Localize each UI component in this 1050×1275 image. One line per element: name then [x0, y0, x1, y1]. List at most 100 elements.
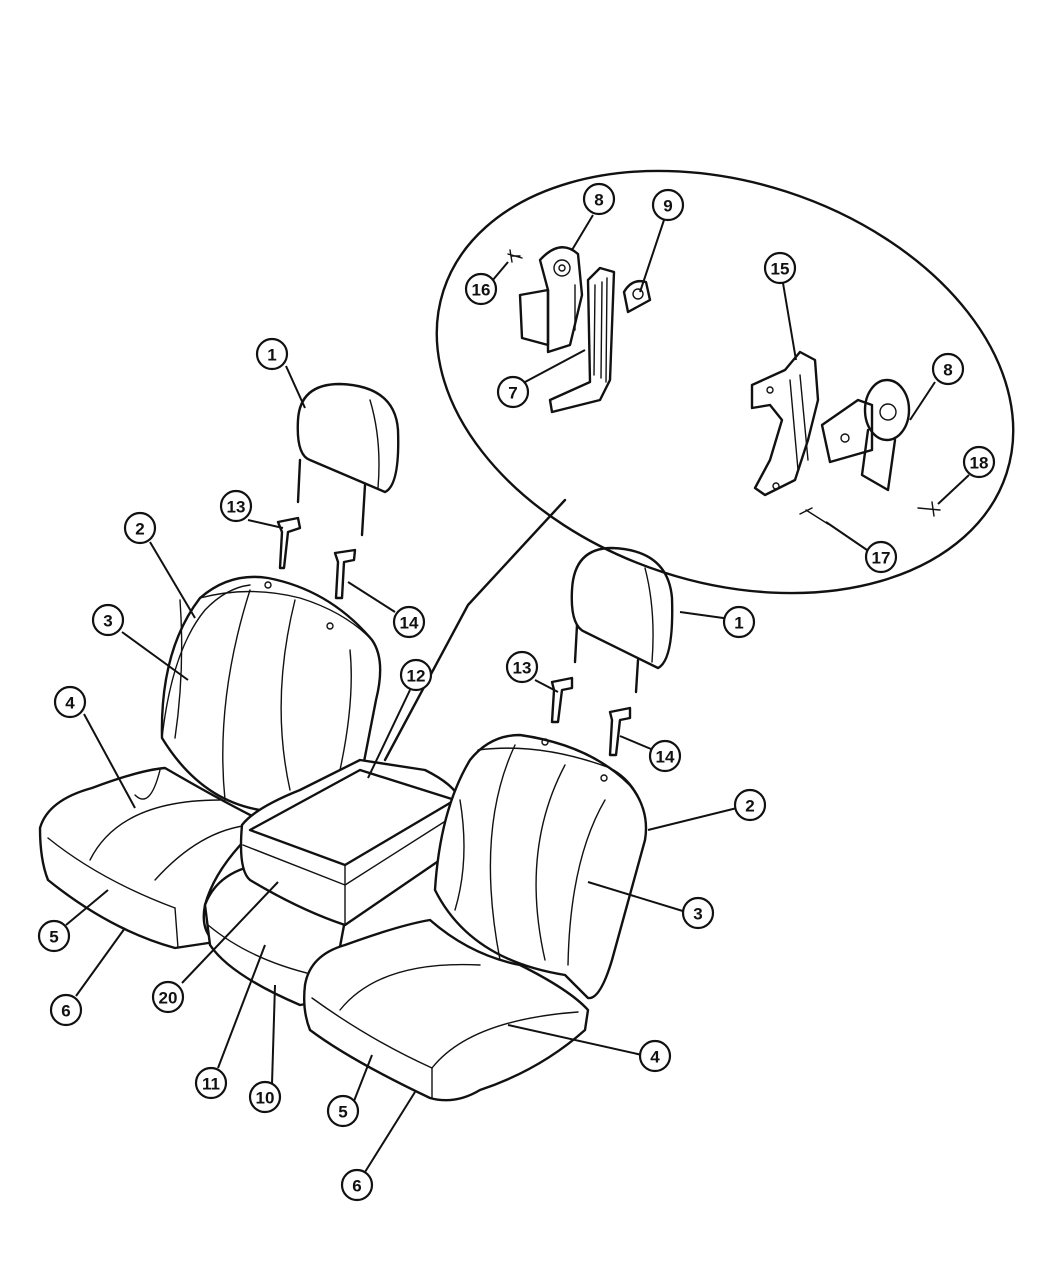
callout-c11: 11 — [194, 1066, 228, 1100]
callout-circle — [91, 603, 125, 637]
callout-circle — [151, 980, 185, 1014]
callout-c18: 18 — [962, 445, 996, 479]
recliner-parts — [507, 246, 941, 525]
callout-c8a: 8 — [582, 182, 616, 216]
callout-number: 10 — [256, 1089, 275, 1108]
callout-c15: 15 — [763, 251, 797, 285]
callout-circle — [582, 182, 616, 216]
callout-number: 11 — [202, 1075, 220, 1094]
right-headrest — [570, 546, 674, 694]
callout-c14b: 14 — [648, 739, 682, 773]
bolt-part-17 — [799, 507, 829, 525]
callout-c12: 12 — [399, 658, 433, 692]
callout-number: 16 — [472, 281, 491, 300]
callout-c17: 17 — [864, 540, 898, 574]
right-seat-back — [433, 733, 648, 1000]
callout-circle — [763, 251, 797, 285]
callout-circle — [464, 272, 498, 306]
callout-circle — [194, 1066, 228, 1100]
callout-number: 3 — [693, 905, 702, 924]
callout-number: 20 — [159, 989, 178, 1008]
callout-circle — [733, 788, 767, 822]
callout-circle — [123, 511, 157, 545]
callout-c8b: 8 — [931, 352, 965, 386]
callout-circle — [53, 685, 87, 719]
callout-c1b: 1 — [722, 605, 756, 639]
callout-circle — [340, 1168, 374, 1202]
callout-number: 6 — [61, 1002, 70, 1021]
callout-c14a: 14 — [392, 605, 426, 639]
bolt-part-18 — [917, 501, 941, 517]
callout-number: 8 — [594, 191, 603, 210]
callout-number: 7 — [508, 384, 517, 403]
callout-c4a: 4 — [53, 685, 87, 719]
callout-circle — [864, 540, 898, 574]
callout-circle — [392, 605, 426, 639]
callout-number: 14 — [400, 614, 419, 633]
callout-circle — [962, 445, 996, 479]
callout-c3a: 3 — [91, 603, 125, 637]
callout-circle — [651, 188, 685, 222]
callout-c4b: 4 — [638, 1039, 672, 1073]
callout-circle — [49, 993, 83, 1027]
callout-c3b: 3 — [681, 896, 715, 930]
callout-circle — [496, 375, 530, 409]
callout-circle — [931, 352, 965, 386]
callout-number: 15 — [771, 260, 790, 279]
callout-c20: 20 — [151, 980, 185, 1014]
recliner-bracket-right — [820, 378, 911, 492]
callout-number: 17 — [872, 549, 891, 568]
callout-c9: 9 — [651, 188, 685, 222]
callout-c6a: 6 — [49, 993, 83, 1027]
callout-number: 13 — [513, 659, 532, 678]
callout-c6b: 6 — [340, 1168, 374, 1202]
callout-number: 3 — [103, 612, 112, 631]
callout-number: 18 — [970, 454, 989, 473]
callout-circle — [722, 605, 756, 639]
callout-c1a: 1 — [255, 337, 289, 371]
callout-circle — [681, 896, 715, 930]
callout-number: 9 — [663, 197, 672, 216]
recliner-track — [548, 266, 616, 414]
callout-c13a: 13 — [219, 489, 253, 523]
callout-number: 12 — [407, 667, 426, 686]
callout-c5a: 5 — [37, 919, 71, 953]
callout-number: 1 — [267, 346, 276, 365]
screw-part-16 — [507, 249, 523, 263]
callout-circle — [37, 919, 71, 953]
callout-number: 5 — [49, 928, 58, 947]
callout-c2a: 2 — [123, 511, 157, 545]
left-headrest-guides — [276, 516, 357, 600]
recliner-bracket-left — [518, 246, 584, 354]
callout-c5b: 5 — [326, 1094, 360, 1128]
recliner-mechanism-right — [750, 350, 820, 497]
callout-circle — [638, 1039, 672, 1073]
callout-circle — [648, 739, 682, 773]
callout-number: 2 — [745, 797, 754, 816]
callout-number: 5 — [338, 1103, 347, 1122]
right-headrest-guides — [550, 676, 632, 757]
callout-circle — [399, 658, 433, 692]
callout-number: 13 — [227, 498, 246, 517]
callout-number: 4 — [650, 1048, 660, 1067]
callout-c7: 7 — [496, 375, 530, 409]
callout-number: 1 — [734, 614, 743, 633]
callout-number: 2 — [135, 520, 144, 539]
callout-circle — [255, 337, 289, 371]
callout-number: 8 — [943, 361, 952, 380]
recliner-detail-inset — [383, 169, 1015, 762]
callout-circle — [248, 1080, 282, 1114]
callout-number: 4 — [65, 694, 75, 713]
callout-circle — [326, 1094, 360, 1128]
callout-circle — [505, 650, 539, 684]
callout-c16: 16 — [464, 272, 498, 306]
callout-c13b: 13 — [505, 650, 539, 684]
callout-circle — [219, 489, 253, 523]
right-seat-cushion — [302, 918, 590, 1102]
right-seat — [302, 546, 674, 1102]
callout-number: 14 — [656, 748, 675, 767]
callout-number: 6 — [352, 1177, 361, 1196]
callout-c10: 10 — [248, 1080, 282, 1114]
